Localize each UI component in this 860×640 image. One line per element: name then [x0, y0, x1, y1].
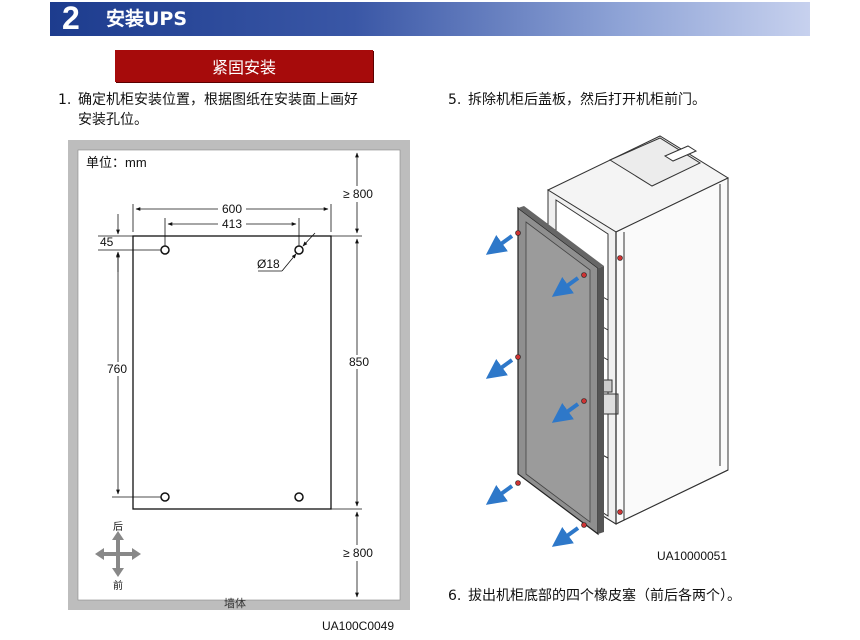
section-header-bar — [50, 2, 810, 36]
step-6: 6. 拔出机柜底部的四个橡皮塞（前后各两个）。 — [448, 586, 828, 608]
dim-top-clearance: ≥ 800 — [343, 187, 373, 201]
step-text-line-1: 拆除机柜后盖板，然后打开机柜前门。 — [468, 92, 706, 108]
compass-arrows-icon — [95, 531, 141, 577]
compass-front-label: 前 — [113, 579, 123, 592]
step-text-line-2: 安装孔位。 — [78, 112, 148, 128]
step-number: 1. — [58, 92, 72, 108]
step-text-line-1: 拔出机柜底部的四个橡皮塞（前后各两个）。 — [468, 588, 741, 604]
cabinet-front-door — [517, 206, 604, 536]
step-1: 1. 确定机柜安装位置，根据图纸在安装面上画好 安装孔位。 — [58, 90, 428, 134]
section-title: 安装UPS — [106, 8, 188, 30]
step-number: 6. — [448, 588, 462, 604]
step-number: 5. — [448, 92, 462, 108]
dim-hole-spacing-x: 413 — [222, 217, 242, 231]
figure-code-right: UA10000051 — [657, 549, 727, 563]
section-number: 2 — [62, 0, 80, 36]
dim-hole-diameter: Ø18 — [257, 257, 280, 271]
unit-label: 单位：mm — [86, 155, 147, 170]
cabinet-footprint — [132, 235, 332, 510]
dim-hole-spacing-y: 760 — [107, 362, 127, 376]
wall-label: 墙体 — [224, 596, 246, 610]
dim-outer-width: 600 — [222, 202, 242, 216]
dim-depth: 850 — [349, 355, 369, 369]
step-5: 5. 拆除机柜后盖板，然后打开机柜前门。 — [448, 90, 828, 112]
figure-code-left: UA100C0049 — [322, 619, 394, 633]
subsection-badge: 紧固安装 — [115, 50, 373, 82]
screw-icon — [515, 230, 623, 528]
screw-removal-arrows — [485, 234, 580, 547]
dim-hole-offset-y: 45 — [100, 235, 114, 249]
dim-bottom-clearance: ≥ 800 — [343, 546, 373, 560]
mounting-hole — [294, 492, 304, 502]
step-text-line-1: 确定机柜安装位置，根据图纸在安装面上画好 — [78, 92, 358, 108]
subsection-label: 紧固安装 — [211, 58, 276, 77]
compass-back-label: 后 — [113, 521, 123, 533]
